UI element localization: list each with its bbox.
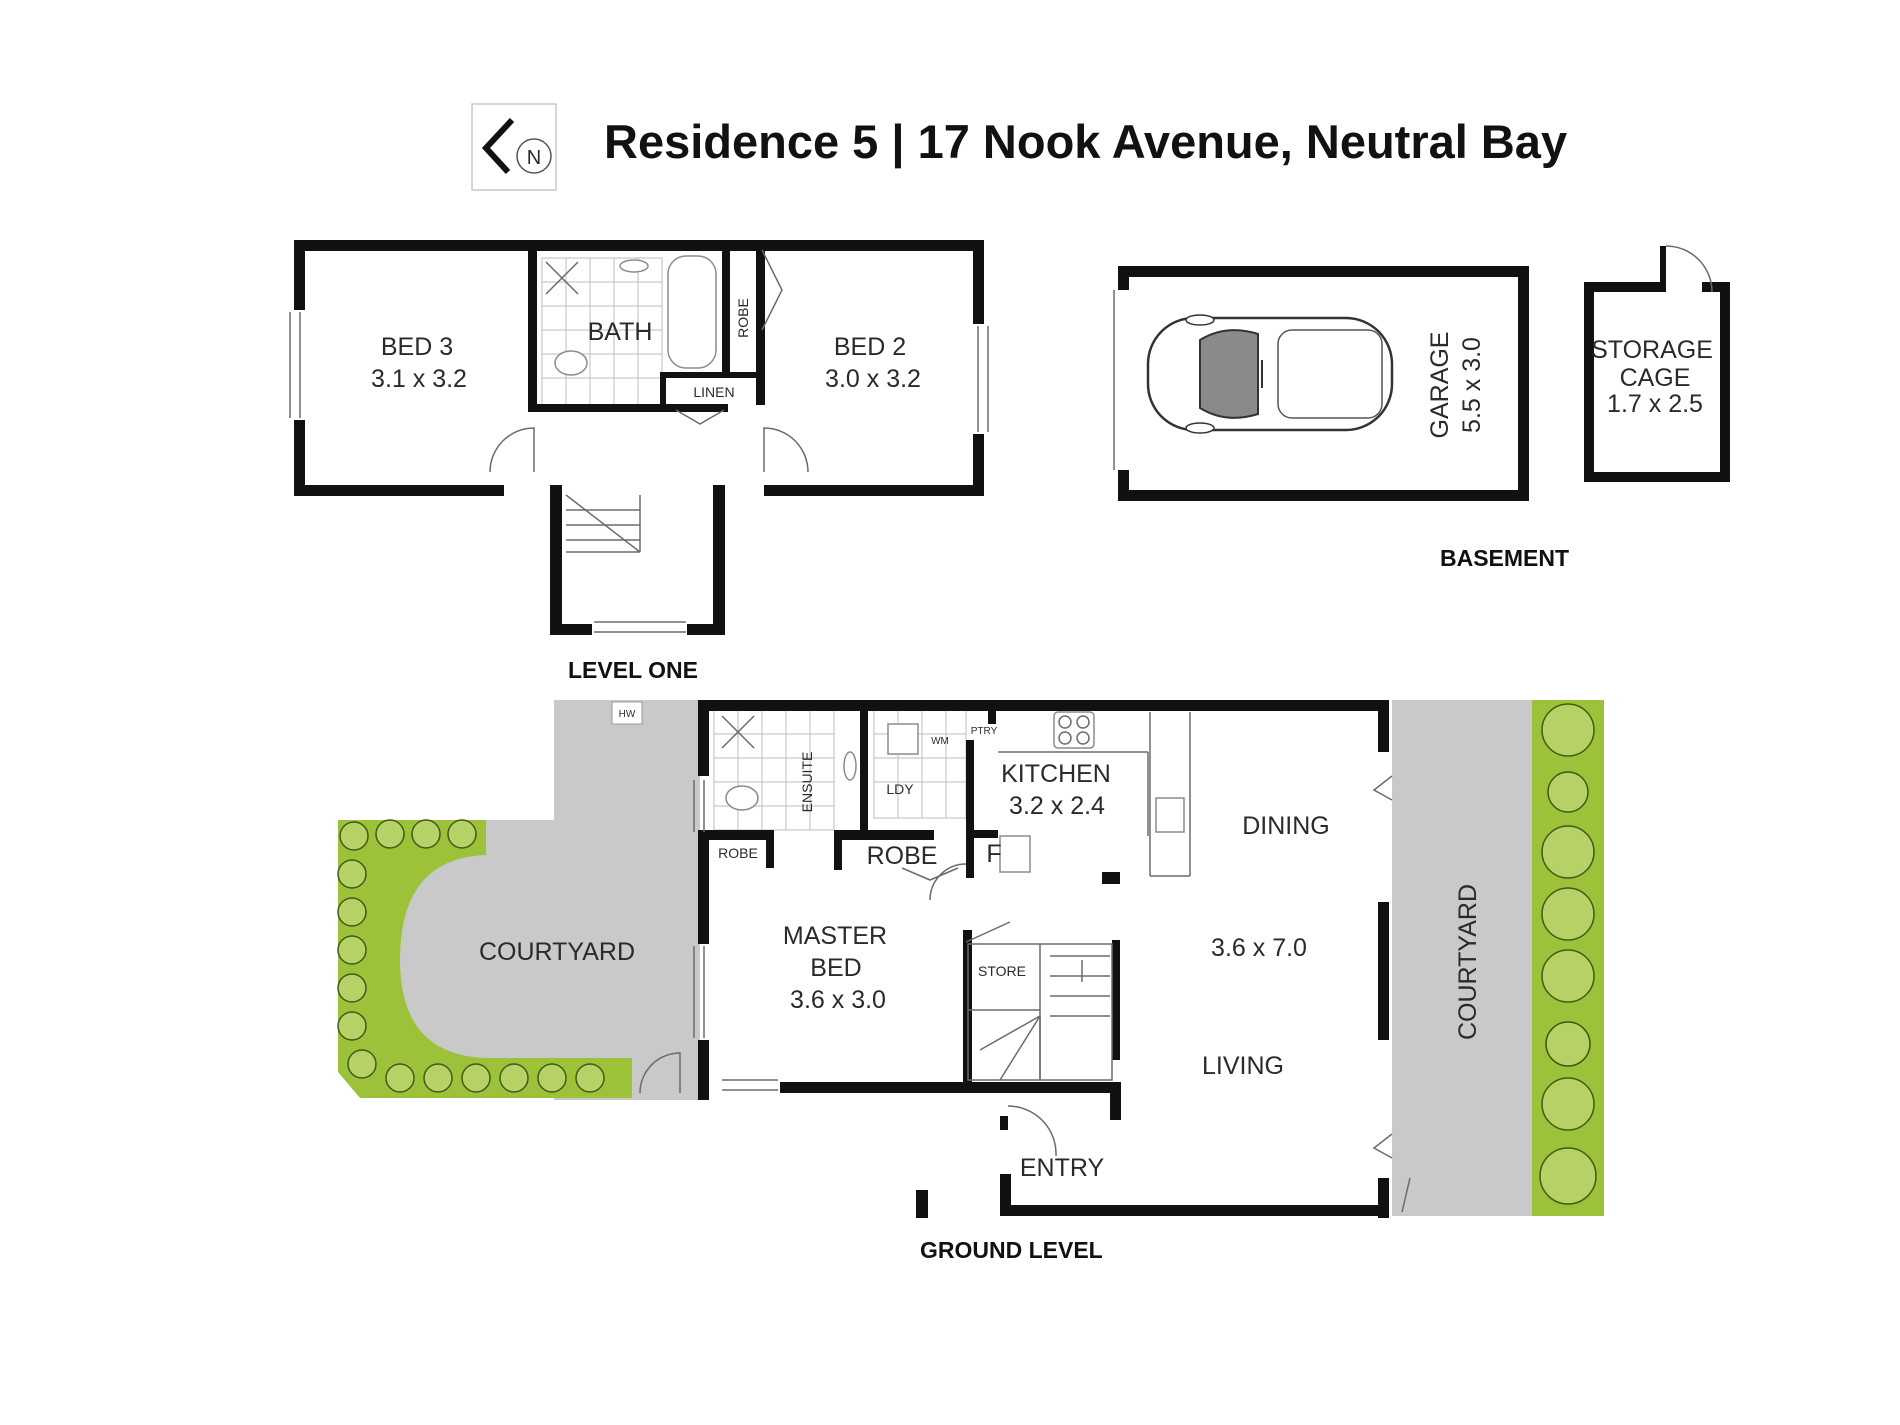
basement-heading: BASEMENT <box>1440 545 1569 571</box>
ground-stairs <box>967 943 1113 1081</box>
master-bed-label-line2: BED <box>810 954 861 982</box>
dining-label: DINING <box>1242 812 1330 840</box>
ensuite-toilet <box>725 785 759 811</box>
basement-plan: GARAGE 5.5 x 3.0 STORAGE CAGE 1.7 x 2.5 … <box>1113 245 1730 571</box>
level-one-robe-label: ROBE <box>735 298 751 338</box>
fridge-label: F <box>986 840 1001 868</box>
toilet <box>554 350 588 376</box>
bed3-label: BED 3 <box>381 333 453 361</box>
living-size: 3.6 x 7.0 <box>1211 934 1307 962</box>
pantry-label: PTRY <box>971 726 998 737</box>
kitchen-label: KITCHEN <box>1001 760 1111 788</box>
laundry-tub <box>887 723 919 755</box>
ground-level-plan: HW ENSUITE WM PTRY LDY KITCHEN 3.2 x 2.4… <box>337 700 1604 1263</box>
storage-label-line2: CAGE <box>1620 364 1691 392</box>
kitchen-size: 3.2 x 2.4 <box>1009 792 1105 820</box>
living-label: LIVING <box>1202 1052 1284 1080</box>
car-icon <box>1146 314 1394 434</box>
left-courtyard-garden <box>338 820 632 1098</box>
kitchen-sink <box>1155 797 1185 833</box>
ground-top-wall <box>698 700 1388 711</box>
left-courtyard-paving <box>341 700 700 1100</box>
master-bed-label-line1: MASTER <box>783 922 887 950</box>
storage-label-line1: STORAGE <box>1591 336 1713 364</box>
garage-label: GARAGE <box>1426 332 1454 439</box>
north-letter: N <box>527 147 541 169</box>
bath-label: BATH <box>588 318 653 346</box>
bed2-size: 3.0 x 3.2 <box>825 365 921 393</box>
ensuite-floor-tiles <box>713 709 835 831</box>
fridge-box <box>999 835 1031 873</box>
robe-left-label: ROBE <box>718 845 758 861</box>
cooktop <box>1053 711 1095 749</box>
store-label: STORE <box>978 963 1026 979</box>
left-garden-shrubs <box>337 819 605 1093</box>
entry-label: ENTRY <box>1020 1154 1105 1182</box>
right-courtyard-paving <box>1392 700 1532 1216</box>
level-one-top-wall <box>294 240 984 251</box>
north-arrow-logo: N <box>471 103 557 191</box>
master-bed-size: 3.6 x 3.0 <box>790 986 886 1014</box>
right-garden-shrubs <box>1539 703 1597 1205</box>
page-title: Residence 5 | 17 Nook Avenue, Neutral Ba… <box>604 115 1567 168</box>
wm-label: WM <box>931 736 949 747</box>
bed2-label: BED 2 <box>834 333 906 361</box>
ground-level-heading: GROUND LEVEL <box>920 1237 1103 1263</box>
hw-label: HW <box>619 709 636 720</box>
level-one-stairs <box>565 494 641 553</box>
ensuite-label: ENSUITE <box>799 752 815 813</box>
right-courtyard-label: COURTYARD <box>1454 884 1482 1040</box>
bath-basin <box>619 259 649 273</box>
laundry-label: LDY <box>886 781 914 797</box>
level-one-plan: BED 3 3.1 x 3.2 BATH ROBE LINEN BED 2 3.… <box>289 240 989 683</box>
linen-label: LINEN <box>693 384 734 400</box>
garage-size: 5.5 x 3.0 <box>1458 337 1486 433</box>
left-courtyard-label: COURTYARD <box>479 938 635 966</box>
storage-size: 1.7 x 2.5 <box>1607 390 1703 418</box>
bed3-size: 3.1 x 3.2 <box>371 365 467 393</box>
robe-right-label: ROBE <box>867 842 938 870</box>
bathtub <box>667 255 717 369</box>
level-one-heading: LEVEL ONE <box>568 657 698 683</box>
